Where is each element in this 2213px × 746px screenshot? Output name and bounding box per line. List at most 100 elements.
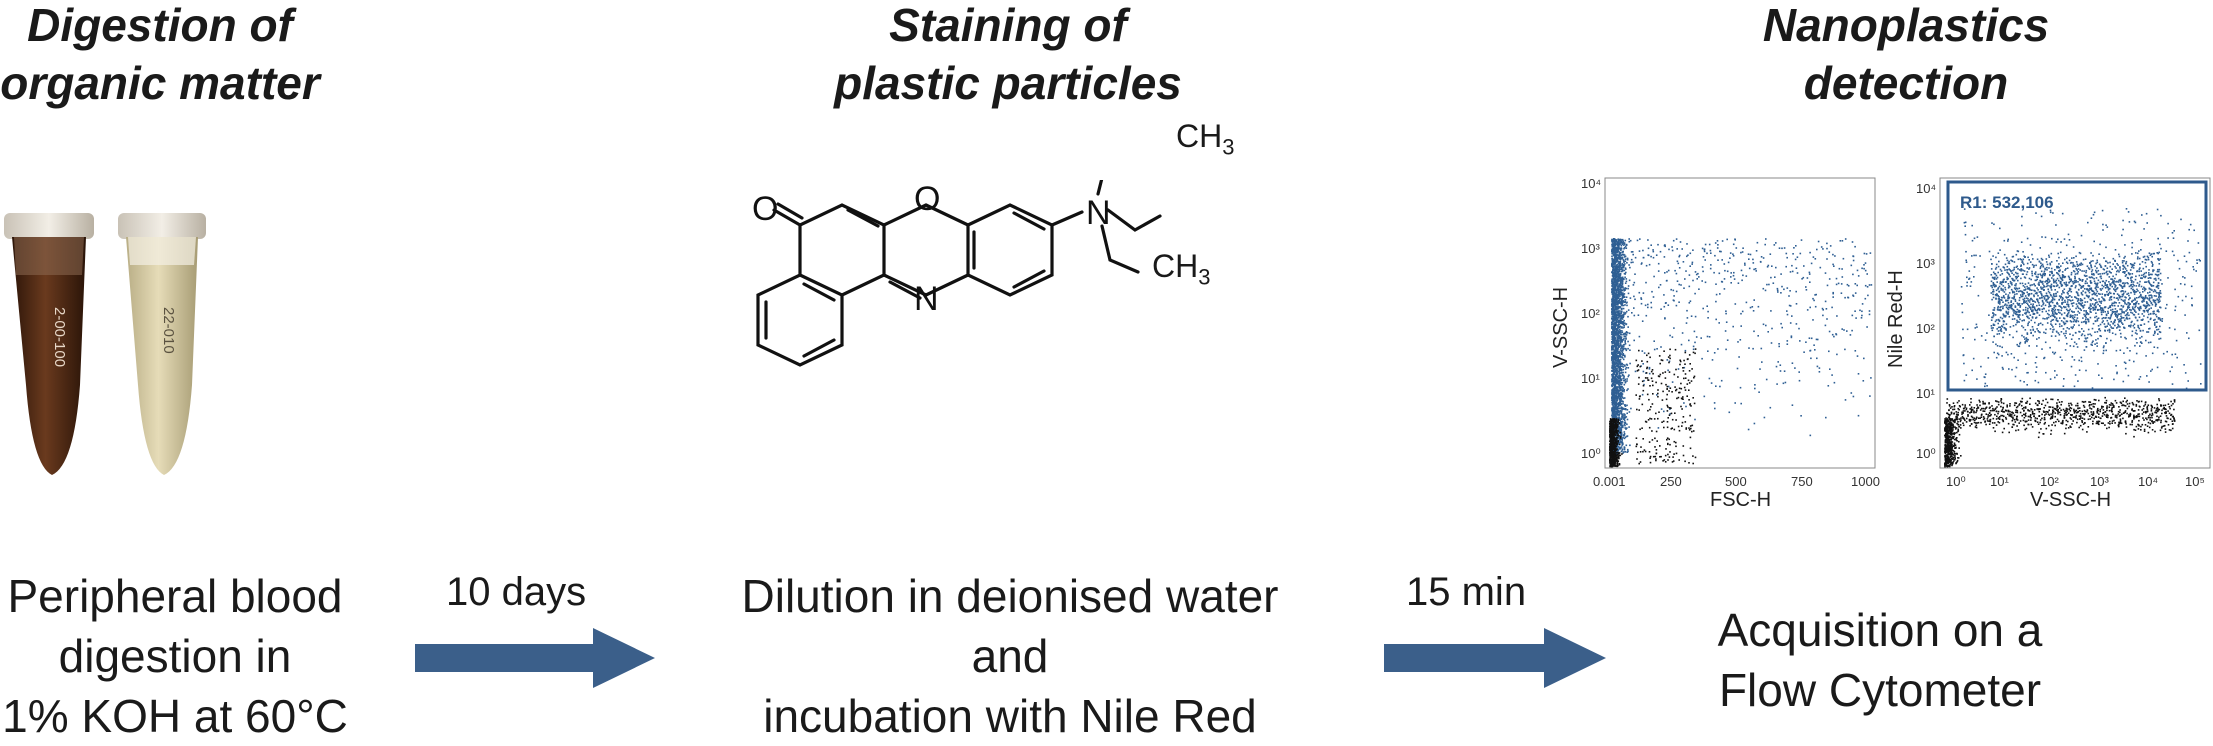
plot1-event	[1612, 440, 1614, 442]
plot1-event	[1649, 264, 1651, 266]
plot1-event	[1673, 290, 1675, 292]
plot1-event	[1663, 427, 1665, 429]
plot1-event	[1760, 261, 1762, 263]
plot1-event	[1669, 444, 1671, 446]
plot2-event	[2002, 273, 2004, 275]
plot1-event	[1795, 291, 1797, 293]
plot1-event	[1621, 334, 1623, 336]
plot2-event	[2153, 334, 2155, 336]
plot1-event	[1649, 385, 1651, 387]
plot1-event	[1638, 350, 1640, 352]
plot1-event	[1625, 256, 1627, 258]
plot1-event	[1610, 438, 1612, 440]
plot1-event	[1619, 452, 1621, 454]
plot1-event	[1756, 250, 1758, 252]
plot1-event	[1677, 280, 1679, 282]
plot1-event	[1684, 278, 1686, 280]
plot2-event	[2057, 278, 2059, 280]
plot2-event	[2016, 254, 2018, 256]
plot1-event	[1636, 409, 1638, 411]
plot1-event	[1702, 266, 1704, 268]
plot1-event	[1696, 274, 1698, 276]
plot1-event	[1761, 348, 1763, 350]
plot1-event	[1648, 353, 1650, 355]
plot1-event	[1638, 463, 1640, 465]
plot1-event	[1688, 462, 1690, 464]
plot1-event	[1690, 253, 1692, 255]
plot1-event	[1719, 386, 1721, 388]
plot1-event	[1619, 351, 1621, 353]
plot2-event	[2073, 324, 2075, 326]
plot2-event	[2024, 298, 2026, 300]
plot1-event	[1676, 238, 1678, 240]
plot1-event	[1657, 396, 1659, 398]
plot2-event	[2085, 317, 2087, 319]
plot1-event	[1641, 360, 1643, 362]
plot2-event	[2074, 280, 2076, 282]
plot2-event	[2150, 254, 2152, 256]
plot1-event	[1853, 396, 1855, 398]
plot2-event	[2025, 353, 2027, 355]
plot1-event	[1614, 242, 1616, 244]
plot1-event	[1689, 415, 1691, 417]
plot1-event	[1619, 321, 1621, 323]
plot1-event	[1838, 283, 1840, 285]
plot1-event	[1618, 278, 1620, 280]
plot1-event	[1855, 350, 1857, 352]
plot1-event	[1809, 273, 1811, 275]
plot1-event	[1620, 400, 1622, 402]
plot1-event	[1611, 331, 1613, 333]
plot1-event	[1623, 369, 1625, 371]
plot1-event	[1757, 335, 1759, 337]
plot1-event	[1635, 394, 1637, 396]
plot1-event	[1843, 329, 1845, 331]
plot1-event	[1626, 262, 1628, 264]
plot1-event	[1761, 361, 1763, 363]
plot1-event	[1800, 253, 1802, 255]
plot1-event	[1690, 428, 1692, 430]
plot2-event	[1991, 281, 1993, 283]
plot1-event	[1812, 298, 1814, 300]
plot2-event	[2049, 271, 2051, 273]
plot2-event	[2023, 302, 2025, 304]
plot1-event	[1752, 306, 1754, 308]
plot1-event	[1714, 352, 1716, 354]
plot1-event	[1616, 334, 1618, 336]
plot1-event	[1621, 309, 1623, 311]
plot1-event	[1614, 258, 1616, 260]
plot1-event	[1616, 456, 1618, 458]
plot1-event	[1647, 304, 1649, 306]
plot2-event	[2137, 256, 2139, 258]
plot1-event	[1617, 399, 1619, 401]
plot2-event	[2124, 284, 2126, 286]
plot2-event	[2051, 261, 2053, 263]
plot1-event	[1614, 465, 1616, 467]
plot1-event	[1803, 265, 1805, 267]
plot1-event	[1623, 387, 1625, 389]
plot2-event	[2063, 333, 2065, 335]
plot2-event	[1996, 278, 1998, 280]
plot2-event	[2005, 289, 2007, 291]
plot1-event	[1807, 309, 1809, 311]
plot1-event	[1717, 259, 1719, 261]
plot1-event	[1611, 303, 1613, 305]
plot1-event	[1609, 459, 1611, 461]
plot1-event	[1633, 284, 1635, 286]
plot1-event	[1831, 307, 1833, 309]
plot1-event	[1627, 388, 1629, 390]
plot2-event	[2138, 285, 2140, 287]
plot1-event	[1704, 396, 1706, 398]
methyl-bottom: CH3	[1152, 248, 1210, 295]
plot1-event	[1661, 408, 1663, 410]
plot1-event	[1624, 296, 1626, 298]
plot2-event	[2072, 326, 2074, 328]
plot1-event	[1619, 385, 1621, 387]
plot2-event	[2128, 295, 2130, 297]
plot1-event	[1765, 325, 1767, 327]
plot1-event	[1777, 361, 1779, 363]
plot2-event	[2135, 338, 2137, 340]
plot1-event	[1625, 260, 1627, 262]
plot1-event	[1647, 377, 1649, 379]
plot2-event	[2004, 291, 2006, 293]
plot1-event	[1758, 306, 1760, 308]
